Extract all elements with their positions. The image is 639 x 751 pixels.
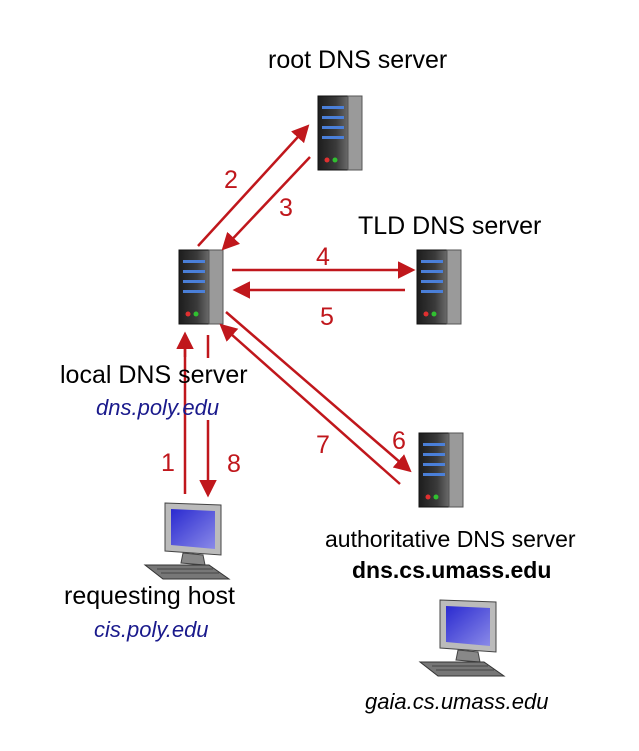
- step-label-7: 7: [316, 431, 330, 459]
- authoritative-server-icon: [418, 432, 464, 508]
- local-server-icon: [178, 249, 224, 325]
- step-label-6: 6: [392, 427, 406, 455]
- step-label-2: 2: [224, 166, 238, 194]
- requesting-host-computer-icon: [144, 502, 230, 580]
- requesting-host-label: requesting host: [64, 582, 235, 610]
- step-label-8: 8: [227, 450, 241, 478]
- authoritative-server-hostname: dns.cs.umass.edu: [352, 557, 552, 583]
- step-label-4: 4: [316, 243, 330, 271]
- arrow-step-2: [197, 124, 310, 247]
- arrow-step-6: [225, 311, 412, 473]
- step-label-5: 5: [320, 303, 334, 331]
- local-server-label: local DNS server: [60, 361, 248, 389]
- tld-server-icon: [416, 249, 462, 325]
- step-label-1: 1: [161, 449, 175, 477]
- root-server-label: root DNS server: [268, 46, 448, 74]
- authoritative-server-label: authoritative DNS server: [325, 526, 576, 552]
- root-server-icon: [317, 95, 363, 171]
- tld-server-label: TLD DNS server: [358, 212, 542, 240]
- requesting-host-hostname: cis.poly.edu: [94, 617, 209, 642]
- step-label-3: 3: [279, 194, 293, 222]
- local-server-hostname: dns.poly.edu: [96, 395, 220, 420]
- target-host-hostname: gaia.cs.umass.edu: [365, 689, 549, 714]
- arrow-step-3: [221, 156, 311, 251]
- target-host-computer-icon: [419, 599, 505, 677]
- arrow-step-7: [219, 323, 401, 485]
